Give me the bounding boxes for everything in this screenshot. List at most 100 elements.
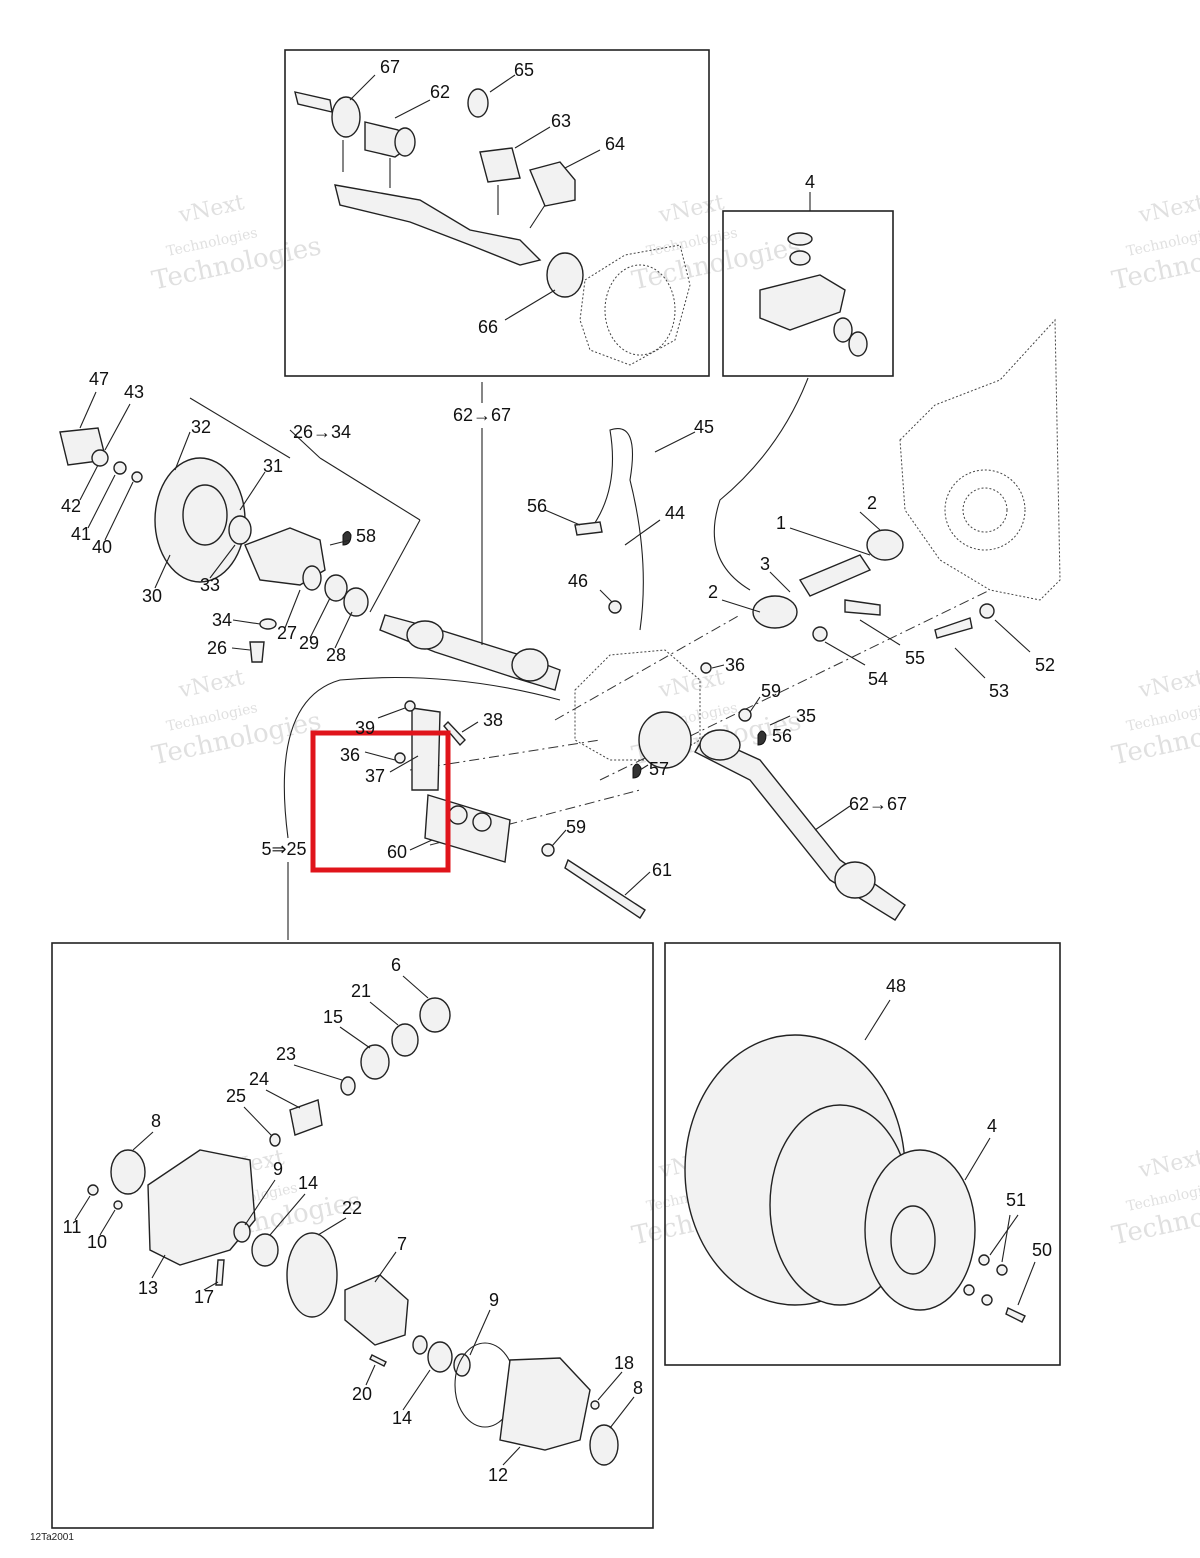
washer [113, 461, 127, 475]
front-u-joint [866, 529, 904, 561]
callout-label: 51 [1006, 1190, 1026, 1210]
callout-label: 56 [527, 496, 547, 516]
callout-label: 22 [342, 1198, 362, 1218]
differential-leader-lines [74, 975, 635, 1466]
ring-9 [233, 1221, 251, 1243]
grease-drop [342, 531, 352, 546]
callout-label: 18 [614, 1353, 634, 1373]
right-axle-shaft [694, 734, 906, 921]
bolt-38 [443, 720, 466, 747]
housing-flange [638, 711, 692, 769]
u-joint-cap [789, 250, 811, 266]
engine-outline [899, 318, 1061, 601]
outer-cv-joint [331, 96, 361, 138]
cv-joint-parts [294, 88, 691, 366]
centerline [554, 589, 991, 781]
callout-label: 14 [298, 1173, 318, 1193]
through-bolt [564, 858, 646, 919]
hub-nut [91, 449, 109, 467]
callout-label: 58 [356, 526, 376, 546]
bolt-18 [590, 1400, 600, 1410]
ring-inner [412, 1335, 428, 1355]
breather-hose [589, 428, 644, 631]
leader-lines [79, 74, 1031, 940]
bracket [411, 707, 441, 791]
bolt-55 [844, 599, 881, 616]
engine-flange-inner [962, 487, 1008, 533]
bolt-53 [934, 617, 973, 639]
cv-joint-detail-box [284, 49, 710, 377]
rim-hub [890, 1205, 936, 1275]
wheel-nut [963, 1284, 975, 1296]
callout-label: 63 [551, 111, 571, 131]
seal-ring [453, 1353, 471, 1377]
watermark-text: vNext [176, 665, 247, 703]
callout-label: 2 [708, 582, 718, 602]
callout-label: 44 [665, 503, 685, 523]
callout-label: 39 [355, 718, 375, 738]
group-ref-label: 62→67 [849, 794, 907, 814]
group-ref-label: 5⇒25 [261, 839, 306, 859]
callout-label: 17 [194, 1287, 214, 1307]
bolt-20 [369, 1354, 387, 1367]
watermark-text: vNext [176, 190, 247, 228]
callout-label: 54 [868, 669, 888, 689]
callout-label: 38 [483, 710, 503, 730]
rear-u-joint [752, 595, 798, 629]
callout-label: 36 [340, 745, 360, 765]
plate-hole [448, 805, 468, 825]
callout-label: 29 [299, 633, 319, 653]
callout-label: 50 [1032, 1240, 1052, 1260]
cv-boot-end [394, 127, 416, 157]
callout-label: 46 [568, 571, 588, 591]
diagram-reference-code: 12Ta2001 [30, 1532, 74, 1543]
differential-detail-box [51, 942, 654, 1529]
callout-label: 55 [905, 648, 925, 668]
wheel-nut [996, 1264, 1008, 1276]
knuckle-bolt [249, 641, 265, 663]
seal-6 [419, 997, 451, 1033]
assembly-arrow [529, 204, 546, 229]
housing-body [574, 649, 701, 761]
callout-label: 28 [326, 645, 346, 665]
right-outer-boot [834, 861, 876, 899]
callout-label: 4 [987, 1116, 997, 1136]
callout-label: 59 [761, 681, 781, 701]
engine-flange [944, 469, 1026, 551]
callout-label: 6 [391, 955, 401, 975]
drive-shafts [379, 529, 991, 921]
u-joint-bearing [833, 317, 853, 343]
callout-label: 2 [867, 493, 877, 513]
callout-label: 48 [886, 976, 906, 996]
callout-label: 40 [92, 537, 112, 557]
callout-label: 53 [989, 681, 1009, 701]
callout-label: 45 [694, 417, 714, 437]
callout-label: 20 [352, 1384, 372, 1404]
bearing-14 [251, 1233, 279, 1267]
callout-label: 23 [276, 1044, 296, 1064]
propeller-shaft [798, 554, 872, 597]
callout-label: 24 [249, 1069, 269, 1089]
bearing [228, 515, 252, 545]
callout-label: 13 [138, 1278, 158, 1298]
callout-label: 11 [63, 1217, 82, 1237]
watermark-text: vNext [656, 190, 727, 228]
callout-label: 25 [226, 1086, 246, 1106]
callout-label: 41 [71, 524, 91, 544]
callout-label: 8 [151, 1111, 161, 1131]
centerline [409, 739, 641, 846]
callout-label: 52 [1035, 655, 1055, 675]
cotter-pin [259, 618, 277, 630]
callout-label: 37 [365, 766, 385, 786]
bearing-15 [360, 1044, 390, 1080]
u-joint-detail-box [722, 210, 894, 377]
right-inner-boot [699, 729, 741, 761]
callout-label: 32 [191, 417, 211, 437]
nut-36 [394, 752, 406, 764]
callout-label: 62 [430, 82, 450, 102]
differential-parts [87, 997, 619, 1466]
callout-label: 3 [760, 554, 770, 574]
u-joint-clip [848, 331, 868, 357]
pinion-24 [289, 1099, 323, 1136]
